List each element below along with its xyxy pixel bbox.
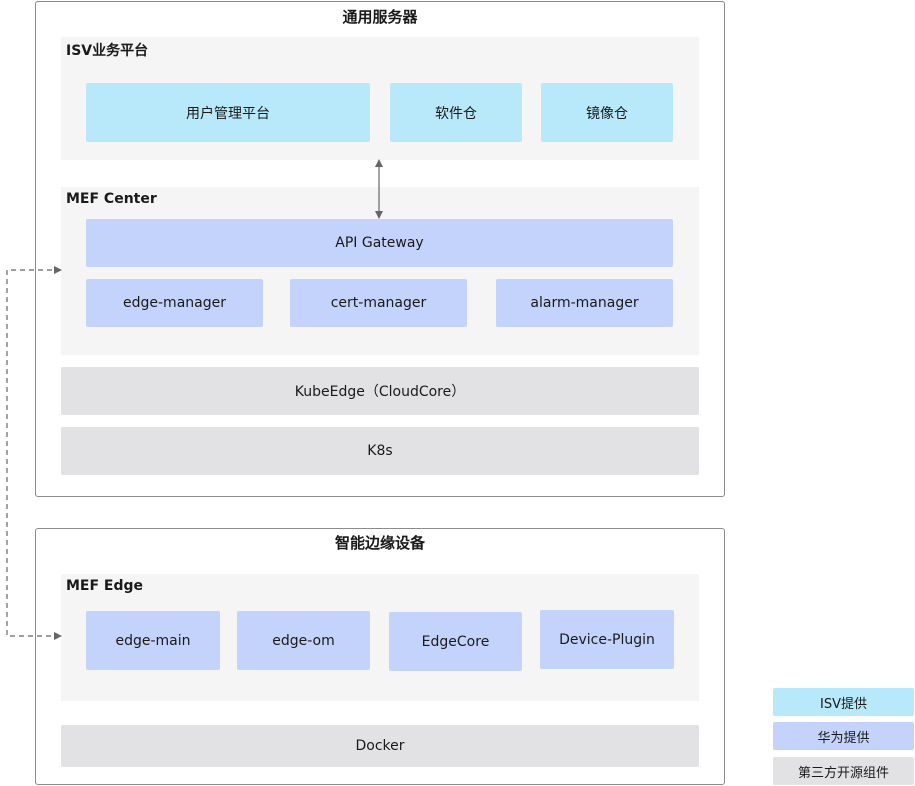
docker-box: Docker bbox=[61, 725, 699, 767]
legend-isv: ISV提供 bbox=[773, 688, 914, 716]
dashed-link-arrowhead-bottom bbox=[54, 632, 62, 640]
edge-main-box: edge-main bbox=[86, 611, 220, 670]
cert-manager-box: cert-manager bbox=[290, 279, 467, 327]
isv-platform-title: ISV业务平台 bbox=[66, 43, 149, 59]
dashed-link-arrowhead-top bbox=[54, 266, 62, 274]
edge-center-dashed-link bbox=[6, 269, 61, 637]
legend-third-party: 第三方开源组件 bbox=[773, 757, 914, 785]
software-repository-box: 软件仓 bbox=[390, 83, 522, 142]
mef-center-title: MEF Center bbox=[66, 191, 157, 207]
api-gateway-box: API Gateway bbox=[86, 219, 673, 267]
kubeedge-cloudcore-box: KubeEdge（CloudCore） bbox=[61, 367, 699, 415]
alarm-manager-box: alarm-manager bbox=[496, 279, 673, 327]
edge-om-box: edge-om bbox=[237, 611, 370, 670]
mef-edge-title: MEF Edge bbox=[66, 578, 144, 594]
user-management-platform-box: 用户管理平台 bbox=[86, 83, 370, 142]
image-repository-box: 镜像仓 bbox=[541, 83, 673, 142]
device-plugin-box: Device-Plugin bbox=[540, 610, 674, 669]
edgecore-box: EdgeCore bbox=[389, 612, 522, 671]
k8s-box: K8s bbox=[61, 427, 699, 475]
legend-huawei: 华为提供 bbox=[773, 722, 914, 750]
edge-device-title: 智能边缘设备 bbox=[334, 534, 425, 552]
general-server-title: 通用服务器 bbox=[342, 8, 418, 26]
edge-manager-box: edge-manager bbox=[86, 279, 263, 327]
